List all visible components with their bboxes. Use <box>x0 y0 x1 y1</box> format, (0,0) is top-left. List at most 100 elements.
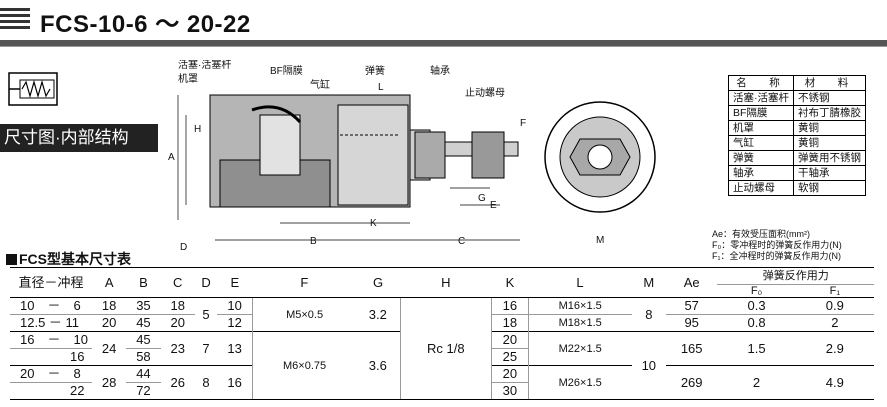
cell-B: 58 <box>126 348 161 366</box>
label-dim-M: M <box>596 235 604 246</box>
cell-E: 16 <box>217 365 253 400</box>
dimension-table: 直径－冲程 A B C D E F G H K L M Ae 弹簧反作用力 F₀… <box>10 267 874 400</box>
cell-Ae: 269 <box>665 365 718 400</box>
label-piston: 活塞·活塞杆 <box>178 60 231 71</box>
cell-L: M26×1.5 <box>527 365 632 400</box>
table-row: 12.5 － 11 20 45 20 12 18 M18×1.5 95 0.8 … <box>10 314 874 332</box>
material-value: 黄铜 <box>793 135 866 151</box>
header-F0: F₀ <box>717 284 796 298</box>
material-value: 软钢 <box>793 180 866 196</box>
cell-D: 7 <box>194 331 218 366</box>
cell-C: 26 <box>160 365 195 400</box>
header-G: G <box>356 267 401 298</box>
cell-D: 5 <box>194 297 218 332</box>
label-dim-F: F <box>520 118 526 129</box>
material-value: 不锈钢 <box>793 90 866 106</box>
cell-E: 10 <box>217 297 253 315</box>
section-label: 尺寸图·内部结构 <box>0 124 158 152</box>
cell-stroke: 10 － 6 <box>10 297 92 315</box>
material-part: BF隔膜 <box>728 105 794 121</box>
cell-stroke: 16 <box>10 348 92 366</box>
cell-F0: 0.8 <box>717 314 796 332</box>
cell-Ae: 57 <box>665 297 718 315</box>
header-C: C <box>160 267 195 298</box>
table-row: 16 － 10 24 45 23 7 13 M6×0.75 3.6 20 M22… <box>10 331 874 400</box>
header-stroke: 直径－冲程 <box>10 267 92 298</box>
header-E: E <box>217 267 253 298</box>
cell-F1: 2 <box>795 314 874 332</box>
end-view-shape <box>544 101 656 213</box>
cell-F0: 2 <box>717 365 796 400</box>
cell-K: 20 <box>491 331 529 349</box>
label-dim-L: L <box>378 82 384 93</box>
table-row: 20 － 8 28 44 26 8 16 20 M26×1.5 269 2 4.… <box>10 365 874 400</box>
cell-C: 23 <box>160 331 195 366</box>
cell-F: M6×0.75 <box>252 331 357 400</box>
materials-table: 名 称 材 料 活塞·活塞杆不锈钢 BF隔膜衬布丁腈橡胶 机罩黄铜 气缸黄铜 弹… <box>728 75 866 196</box>
cell-L: M22×1.5 <box>527 331 632 366</box>
cell-B: 45 <box>126 314 161 332</box>
title-stripes-icon <box>0 8 30 32</box>
note-f1: F₁：全冲程时的弹簧反作用力(N) <box>712 251 842 261</box>
material-value: 衬布丁腈橡胶 <box>793 105 866 121</box>
header-K: K <box>491 267 529 298</box>
header-Ae: Ae <box>665 267 718 298</box>
material-part: 活塞·活塞杆 <box>728 90 794 106</box>
material-part: 弹簧 <box>728 150 794 166</box>
header-D: D <box>194 267 218 298</box>
label-spring: 弹簧 <box>365 64 385 77</box>
label-cylinder: 气缸 <box>310 78 330 91</box>
label-dim-A: A <box>168 152 175 163</box>
table-row: 16 58 25 <box>10 348 874 366</box>
note-f0: F₀：零冲程时的弹簧反作用力(N) <box>712 240 842 250</box>
title-rule <box>0 40 887 47</box>
label-diaphragm: BF隔膜 <box>270 65 303 77</box>
table-row: 10 － 6 18 35 18 5 10 M5×0.5 3.2 Rc 1/8 1… <box>10 297 874 400</box>
cell-C: 18 <box>160 297 195 315</box>
cell-M: 8 <box>631 297 666 332</box>
header-F: F <box>252 267 357 298</box>
header-L: L <box>528 267 632 298</box>
cell-F1: 2.9 <box>795 331 874 366</box>
label-dim-C: C <box>458 236 465 247</box>
cell-E: 13 <box>217 331 253 366</box>
header-F1: F₁ <box>795 284 874 298</box>
cell-F0: 0.3 <box>717 297 796 315</box>
cell-K: 30 <box>491 382 529 400</box>
cell-Ae: 165 <box>665 331 718 366</box>
cell-stroke: 12.5 － 11 <box>10 314 92 332</box>
label-bearing: 轴承 <box>430 64 450 77</box>
materials-header-material: 材 料 <box>793 75 866 91</box>
cylinder-body-shape <box>209 94 519 208</box>
cell-A: 24 <box>92 331 127 366</box>
cell-B: 72 <box>126 382 161 400</box>
title-bar: FCS-10-6 ～ 20-22 <box>0 0 887 47</box>
cell-A: 28 <box>92 365 127 400</box>
cell-L: M18×1.5 <box>527 314 632 332</box>
cell-F1: 0.9 <box>795 297 874 315</box>
material-part: 机罩 <box>728 120 794 136</box>
label-dim-D: D <box>180 242 187 250</box>
label-dim-B: B <box>310 236 317 247</box>
cell-E: 12 <box>217 314 253 332</box>
notes: Ae：有效受压面积(mm²) F₀：零冲程时的弹簧反作用力(N) F₁：全冲程时… <box>712 229 842 262</box>
label-dim-G: G <box>478 193 486 204</box>
header-A: A <box>92 267 127 298</box>
cross-section-drawing: 活塞·活塞杆 机罩 BF隔膜 气缸 弹簧 L 轴承 止动螺母 F H A E G… <box>168 60 656 250</box>
cell-B: 35 <box>126 297 161 315</box>
material-value: 弹簧用不锈钢 <box>793 150 866 166</box>
label-stop-nut: 止动螺母 <box>465 87 505 99</box>
label-dim-K: K <box>370 218 377 229</box>
cell-stroke: 16 － 10 <box>10 331 92 349</box>
cell-C: 20 <box>160 314 195 332</box>
cell-H: Rc 1/8 <box>399 297 492 400</box>
cell-M: 10 <box>631 331 666 400</box>
table-heading: FCS型基本尺寸表 <box>6 249 131 269</box>
cell-G: 3.2 <box>356 297 401 332</box>
material-value: 黄铜 <box>793 120 866 136</box>
label-dim-E: E <box>490 200 497 211</box>
cell-F1: 4.9 <box>795 365 874 400</box>
square-bullet-icon <box>6 254 17 265</box>
material-part: 止动螺母 <box>728 180 794 196</box>
cell-A: 18 <box>92 297 127 315</box>
